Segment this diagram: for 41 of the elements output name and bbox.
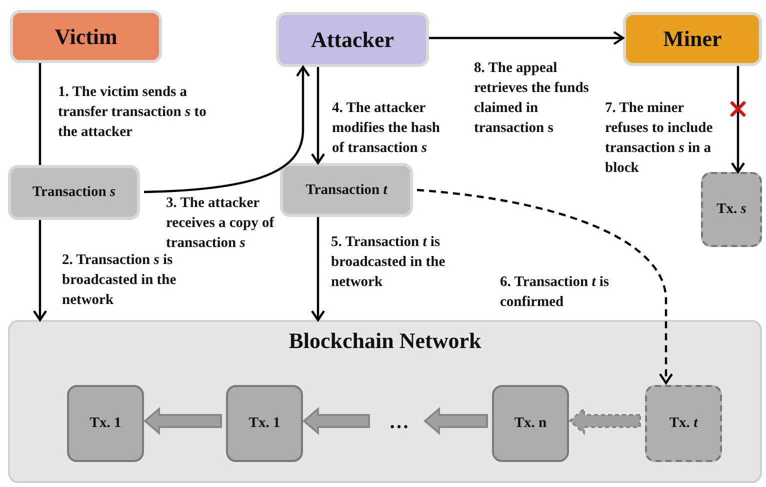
node-label: …: [389, 410, 409, 434]
edge-label: 5. Transaction t is broadcasted in the network: [331, 233, 446, 292]
block-arrow: [568, 406, 641, 436]
pending-transaction-box: [645, 385, 722, 462]
node-label: Transaction s: [32, 184, 116, 201]
edge-label: 2. Transaction s is broadcasted in the network: [62, 251, 178, 310]
edge-label: 8. The appeal retrieves the funds claimed in transaction s: [474, 59, 590, 138]
arrow: [310, 217, 326, 322]
block-box: [67, 385, 144, 462]
actor-box: [10, 10, 162, 63]
edge-label: 7. The miner refuses to include transaction s in a block: [605, 99, 714, 178]
arrow: [429, 30, 624, 46]
node-label: Victim: [54, 24, 118, 50]
block-arrow: [302, 406, 370, 436]
node-label: Transaction t: [306, 182, 388, 198]
block-box: [492, 385, 569, 462]
transaction-box: [8, 165, 140, 220]
edge-label: 6. Transaction t is confirmed: [500, 273, 610, 312]
actor-box: [623, 12, 762, 66]
arrow: [310, 67, 326, 164]
panel-title: Blockchain Network: [288, 328, 482, 354]
block-arrow: [423, 406, 488, 436]
edge-label: 1. The victim sends a transfer transaction s to the attacker: [58, 83, 208, 142]
node-label: Tx. 1: [248, 415, 280, 432]
arrow: [32, 220, 48, 322]
pending-transaction-box: [701, 172, 762, 247]
actor-box: [276, 12, 429, 67]
arrow: [416, 188, 674, 384]
node-label: Attacker: [310, 26, 394, 52]
arrow: [730, 66, 746, 174]
block-arrow: [143, 406, 222, 436]
node-label: Tx. s: [716, 201, 746, 218]
node-label: Tx. 1: [90, 415, 122, 432]
arrow: [144, 66, 310, 194]
node-label: Miner: [663, 26, 722, 52]
edge-label: 4. The attacker modifies the hash of transaction s: [332, 99, 441, 158]
transaction-box: [280, 163, 413, 217]
node-label: Tx. t: [669, 415, 698, 432]
block-box: [226, 385, 303, 462]
node-label: Tx. n: [514, 415, 547, 432]
network-panel: [8, 320, 762, 483]
